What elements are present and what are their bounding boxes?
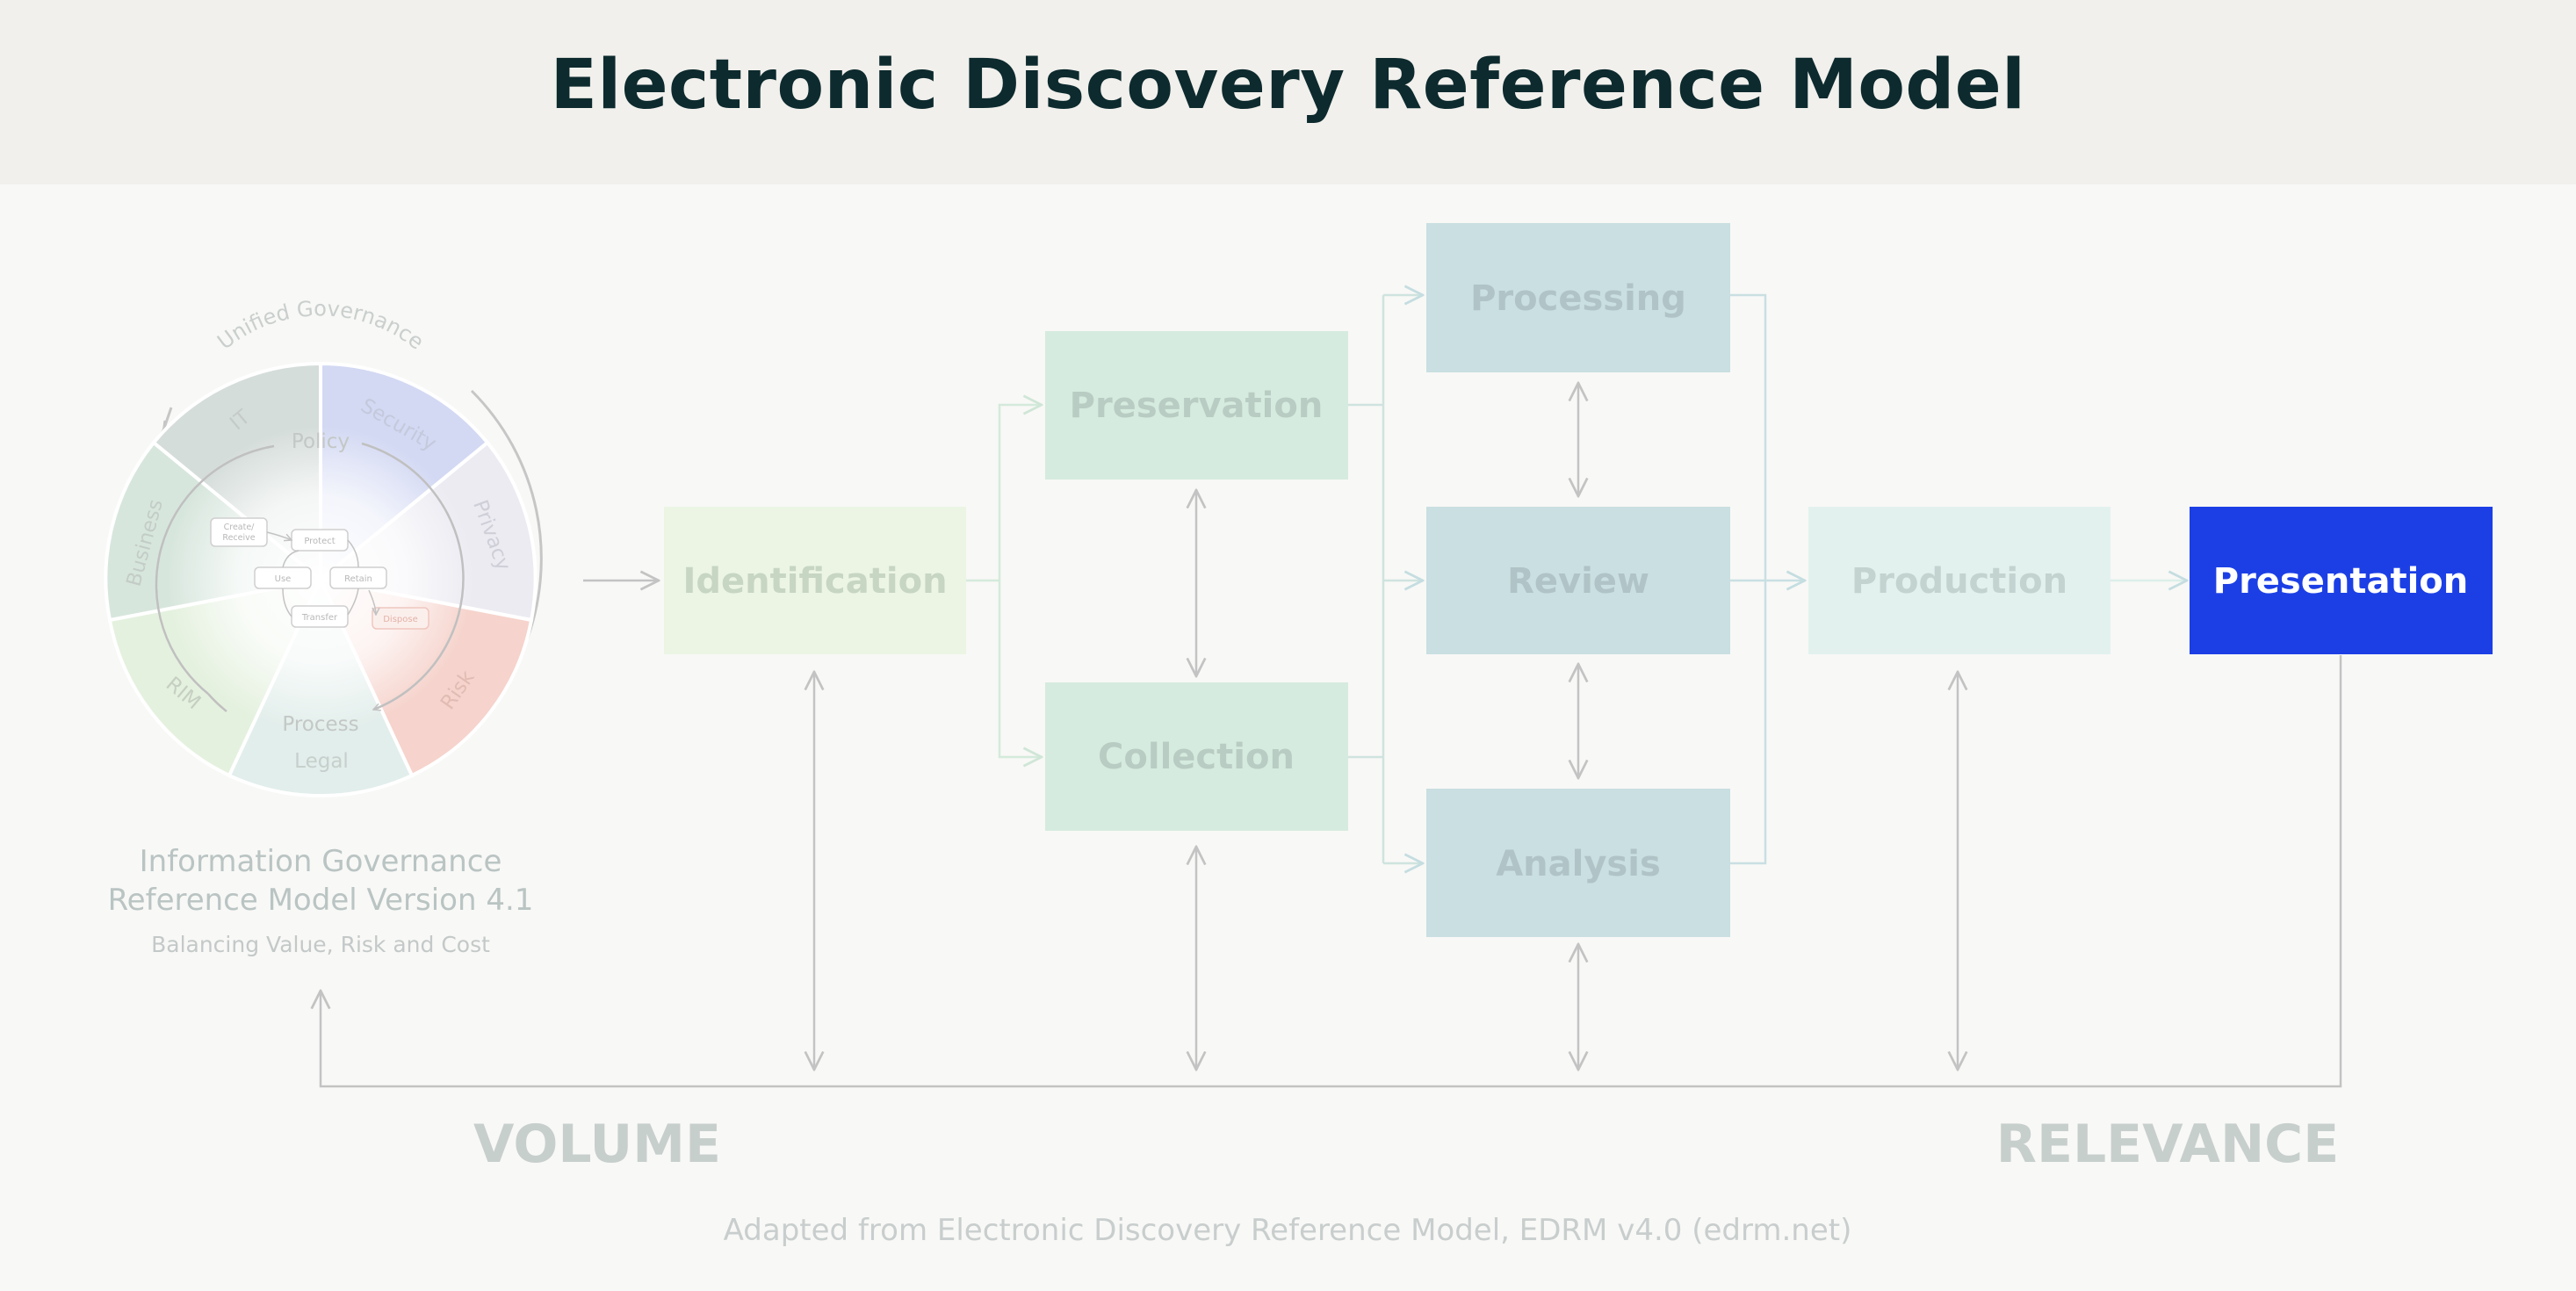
policy-label: Policy [292,430,350,453]
stage-collection-label: Collection [1098,737,1295,777]
stage-review-label: Review [1507,561,1649,602]
policy-arc-left [155,444,275,695]
bus-right [1730,293,1767,865]
stage-processing-box [1426,223,1730,372]
lifecycle-create-label: Create/ [224,523,256,532]
lifecycle-protect-label: Protect [304,537,335,546]
lifecycle-cycle: Create/ Receive Protect Use Retain Trans… [210,517,429,630]
volume-label: VOLUME [473,1114,721,1175]
unified-governance-label: Unified Governance [213,296,429,354]
stage-review-box [1426,507,1730,654]
igrm-subcaption: Balancing Value, Risk and Cost [151,932,490,957]
header-band [0,0,2576,184]
stage-production-box [1808,507,2111,654]
stage-analysis-box [1426,789,1730,937]
stage-processing-label: Processing [1470,278,1686,319]
stage-presentation-box [2190,507,2493,654]
process-label: Process [282,713,358,736]
arrow-identification-to-preservation [966,405,1042,582]
page-title: Electronic Discovery Reference Model [550,46,2026,125]
relevance-label: RELEVANCE [1996,1114,2339,1175]
lifecycle-transfer-label: Transfer [301,613,338,623]
lifecycle-retain-label: Retain [344,574,372,584]
arrow-identification-to-collection [998,581,1042,757]
igrm-wheel: Unified Governance IT Security Privacy R… [104,296,543,957]
connectors [321,293,2342,1088]
stage-preservation-box [1045,331,1348,480]
process-arc-right [361,442,465,710]
stage-collection-box [1045,682,1348,831]
footer-attribution: Adapted from Electronic Discovery Refere… [724,1213,1852,1248]
stage-presentation-label: Presentation [2213,561,2469,602]
stage-analysis-label: Analysis [1496,844,1661,884]
igrm-caption-line1: Information Governance [140,844,502,879]
stage-identification-box [664,507,966,654]
stage-production-label: Production [1851,561,2067,602]
lifecycle-use-label: Use [275,574,292,584]
stage-identification-label: Identification [682,561,947,602]
svg-text:Receive: Receive [222,533,255,543]
lifecycle-dispose-label: Dispose [383,615,418,624]
edrm-stages: Identification Preservation Collection P… [664,223,2493,937]
sector-label-legal: Legal [294,750,349,773]
feedback-loop-line [321,655,2342,1088]
lifecycle-dispose-box [372,607,429,630]
stage-preservation-label: Preservation [1070,386,1324,426]
igrm-caption-line2: Reference Model Version 4.1 [108,883,534,918]
